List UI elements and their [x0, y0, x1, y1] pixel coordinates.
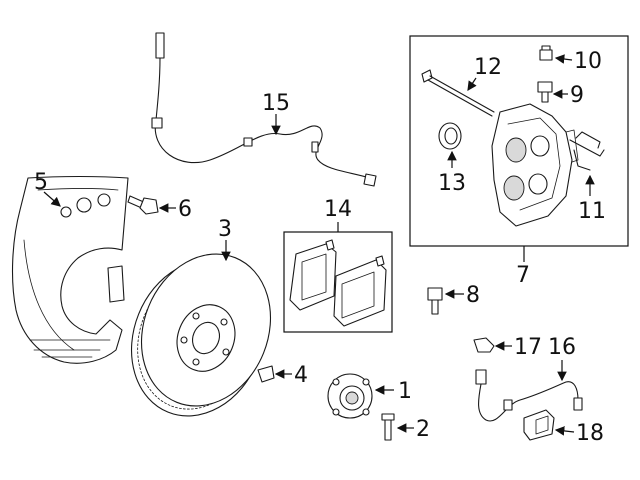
seal-ring	[438, 122, 462, 150]
callout-10: 10	[574, 49, 602, 74]
callout-3: 3	[218, 217, 232, 242]
caliper-pin	[421, 69, 495, 117]
bleed-cap	[539, 45, 553, 61]
callout-12: 12	[474, 55, 502, 80]
callout-1: 1	[398, 379, 412, 404]
brake-pads	[289, 239, 387, 327]
callout-9: 9	[570, 83, 584, 108]
callout-11: 11	[578, 199, 606, 224]
callout-6: 6	[178, 197, 192, 222]
caliper-bolt	[427, 287, 443, 315]
abs-sensor-wire	[475, 369, 583, 422]
leader-lines	[43, 54, 595, 436]
callout-5: 5	[34, 170, 48, 195]
shield-bolt	[127, 195, 159, 215]
hub-bolt	[381, 413, 395, 441]
brake-rotor	[130, 253, 272, 417]
callout-17: 17	[514, 335, 542, 360]
callout-15: 15	[262, 91, 290, 116]
wheel-hub	[327, 373, 373, 419]
callout-7: 7	[516, 263, 530, 288]
callout-14: 14	[324, 197, 352, 222]
abs-sensor	[523, 409, 555, 441]
caliper-kit-box	[409, 35, 629, 247]
callout-16: 16	[548, 335, 576, 360]
callout-8: 8	[466, 283, 480, 308]
callout-2: 2	[416, 417, 430, 442]
brake-caliper	[491, 103, 579, 227]
rotor-screw	[257, 365, 275, 383]
splash-shield	[11, 175, 129, 364]
callout-4: 4	[294, 363, 308, 388]
callout-18: 18	[576, 421, 604, 446]
bleed-screw	[537, 81, 553, 103]
callout-13: 13	[438, 171, 466, 196]
wear-sensor-wire	[151, 32, 377, 187]
sensor-bracket-clip	[473, 337, 495, 353]
anti-rattle-clip	[569, 131, 605, 171]
